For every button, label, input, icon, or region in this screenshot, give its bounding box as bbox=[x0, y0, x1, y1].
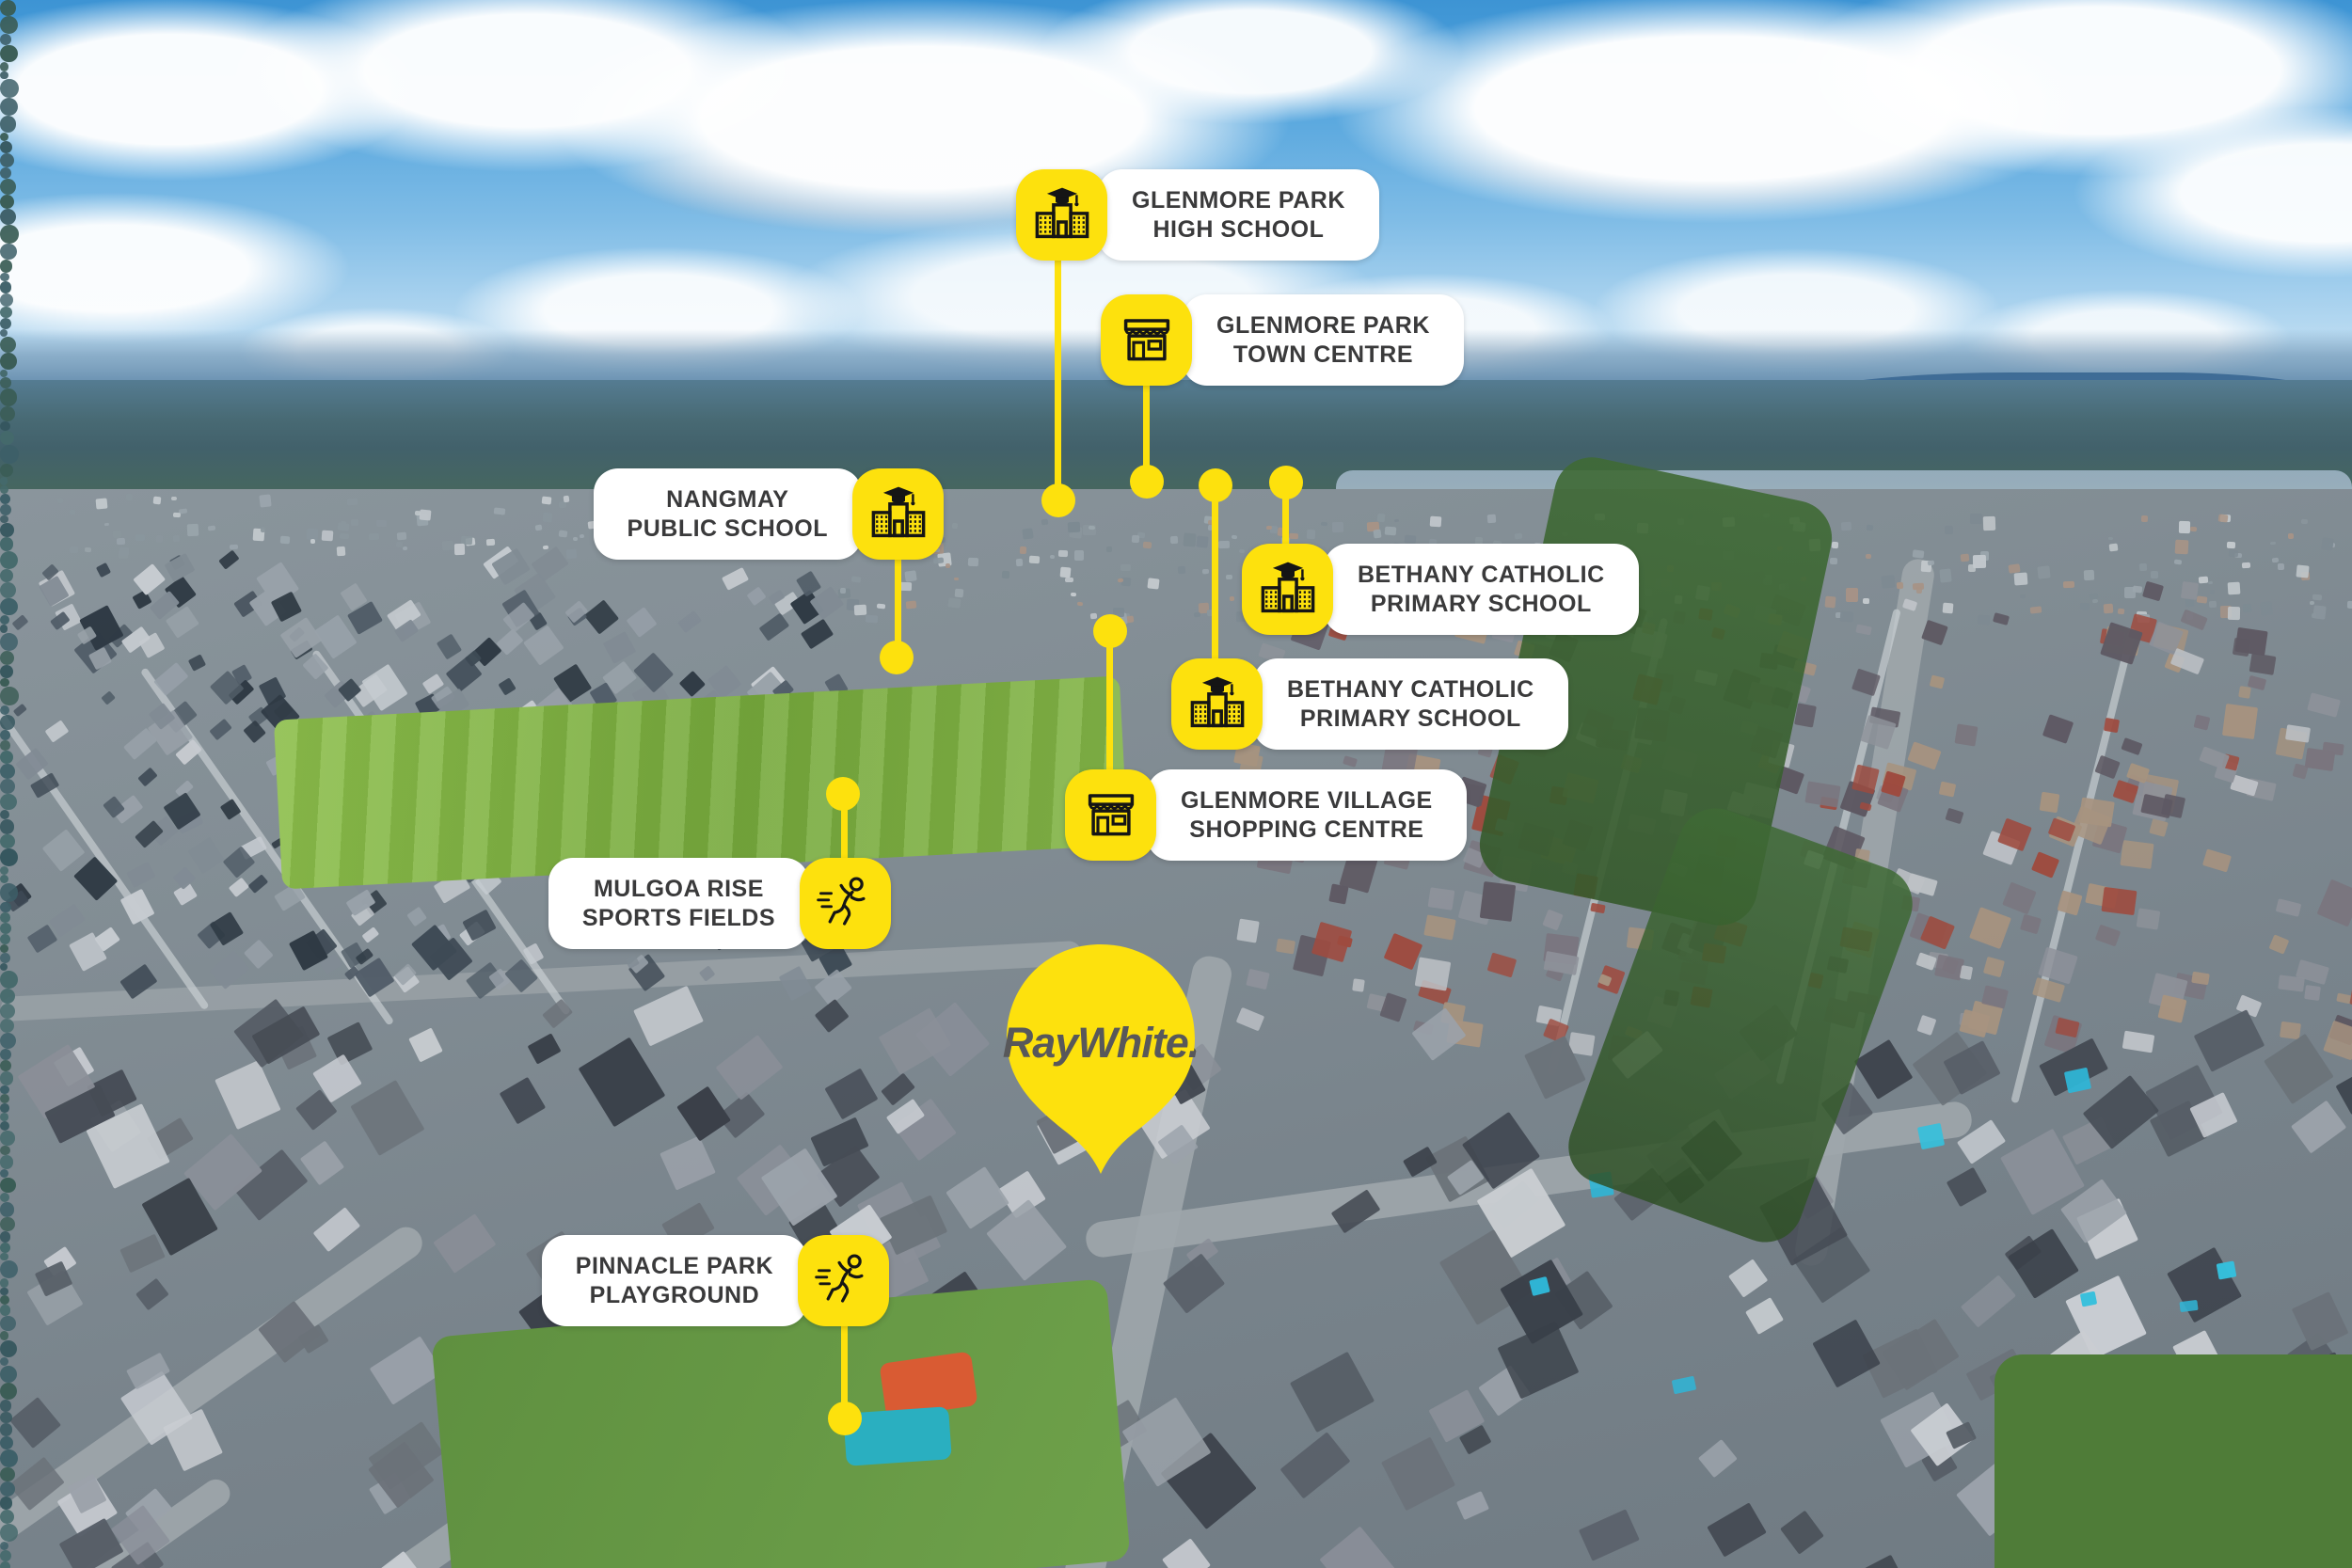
corner-green bbox=[1994, 1354, 2352, 1568]
location-dot-bethany-catholic-primary-school-2 bbox=[1199, 468, 1232, 502]
location-dot-mulgoa-rise-sports-fields bbox=[826, 777, 860, 811]
school-icon bbox=[1171, 658, 1263, 750]
connector-bethany-catholic-primary-school-2 bbox=[1212, 485, 1218, 662]
callout-label-line1: GLENMORE PARK bbox=[1132, 186, 1345, 214]
raywhite-logo-text: RayWhite. bbox=[1003, 1019, 1200, 1067]
callout-label-line2: PUBLIC SCHOOL bbox=[627, 515, 828, 542]
callout-label-line2: SHOPPING CENTRE bbox=[1189, 816, 1424, 843]
shop-icon bbox=[1065, 769, 1156, 861]
callout-label-line2: PRIMARY SCHOOL bbox=[1370, 590, 1592, 617]
location-dot-nangmay-public-school bbox=[880, 641, 914, 674]
callout-label: MULGOA RISE SPORTS FIELDS bbox=[548, 858, 809, 949]
callout-label: GLENMORE PARK HIGH SCHOOL bbox=[1098, 169, 1379, 261]
callout-label-line1: MULGOA RISE bbox=[593, 875, 764, 902]
connector-glenmore-park-high-school bbox=[1055, 256, 1061, 500]
callout-label-line1: BETHANY CATHOLIC bbox=[1358, 561, 1605, 588]
callout-label: NANGMAY PUBLIC SCHOOL bbox=[593, 468, 862, 560]
connector-nangmay-public-school bbox=[895, 555, 901, 657]
callout-label-line1: GLENMORE VILLAGE bbox=[1181, 786, 1433, 814]
location-dot-bethany-catholic-primary-school-1 bbox=[1269, 466, 1303, 499]
callout-label-line1: GLENMORE PARK bbox=[1216, 311, 1430, 339]
callout-glenmore-park-high-school: GLENMORE PARK HIGH SCHOOL bbox=[1016, 169, 1379, 261]
pin-balloon bbox=[1007, 944, 1195, 1174]
school-icon bbox=[1242, 544, 1333, 635]
callout-label: BETHANY CATHOLIC PRIMARY SCHOOL bbox=[1253, 658, 1568, 750]
location-dot-glenmore-village-shopping-centre bbox=[1093, 614, 1127, 648]
callout-bethany-catholic-primary-school-1: BETHANY CATHOLIC PRIMARY SCHOOL bbox=[1242, 544, 1639, 635]
callout-label: GLENMORE PARK TOWN CENTRE bbox=[1183, 294, 1464, 386]
school-icon bbox=[1016, 169, 1107, 261]
location-dot-pinnacle-park-playground bbox=[828, 1402, 862, 1435]
connector-mulgoa-rise-sports-fields bbox=[841, 796, 848, 862]
callout-label: BETHANY CATHOLIC PRIMARY SCHOOL bbox=[1324, 544, 1639, 635]
location-dot-glenmore-park-town-centre bbox=[1130, 465, 1164, 499]
callout-label: PINNACLE PARK PLAYGROUND bbox=[541, 1235, 807, 1326]
callout-label: GLENMORE VILLAGE SHOPPING CENTRE bbox=[1147, 769, 1467, 861]
connector-pinnacle-park-playground bbox=[841, 1323, 848, 1420]
runner-icon bbox=[798, 1235, 889, 1326]
connector-glenmore-park-town-centre bbox=[1143, 382, 1150, 482]
callout-label-line1: BETHANY CATHOLIC bbox=[1287, 675, 1534, 703]
callout-glenmore-village-shopping-centre: GLENMORE VILLAGE SHOPPING CENTRE bbox=[1065, 769, 1467, 861]
callout-label-line2: HIGH SCHOOL bbox=[1152, 215, 1325, 243]
runner-icon bbox=[800, 858, 891, 949]
callout-label-line1: NANGMAY bbox=[666, 485, 789, 513]
callout-label-line2: PRIMARY SCHOOL bbox=[1299, 705, 1521, 732]
callout-label-line2: PLAYGROUND bbox=[589, 1281, 760, 1308]
callout-label-line2: SPORTS FIELDS bbox=[581, 904, 775, 931]
callout-nangmay-public-school: NANGMAY PUBLIC SCHOOL bbox=[593, 468, 944, 560]
raywhite-map-pin: RayWhite. bbox=[1003, 944, 1200, 1174]
callout-label-line1: PINNACLE PARK bbox=[575, 1252, 773, 1279]
callout-pinnacle-park-playground: PINNACLE PARK PLAYGROUND bbox=[541, 1235, 889, 1326]
callout-label-line2: TOWN CENTRE bbox=[1232, 341, 1414, 368]
callout-bethany-catholic-primary-school-2: BETHANY CATHOLIC PRIMARY SCHOOL bbox=[1171, 658, 1568, 750]
callout-mulgoa-rise-sports-fields: MULGOA RISE SPORTS FIELDS bbox=[548, 858, 891, 949]
shop-icon bbox=[1101, 294, 1192, 386]
location-dot-glenmore-park-high-school bbox=[1041, 483, 1075, 517]
connector-bethany-catholic-primary-school-1 bbox=[1282, 483, 1289, 548]
school-icon bbox=[852, 468, 944, 560]
connector-glenmore-village-shopping-centre bbox=[1106, 631, 1113, 772]
callout-glenmore-park-town-centre: GLENMORE PARK TOWN CENTRE bbox=[1101, 294, 1464, 386]
